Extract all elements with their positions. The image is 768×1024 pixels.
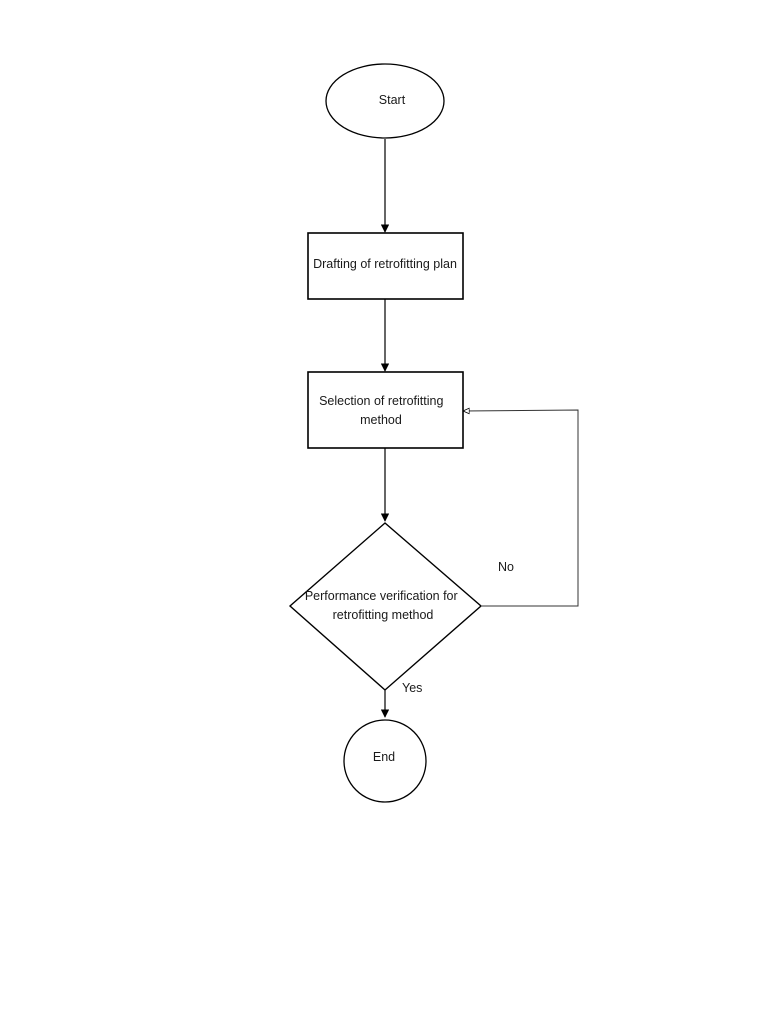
edge-label-yes: Yes [402,681,422,695]
verification-diamond [288,522,483,691]
end-label: End [373,750,395,764]
start-label: Start [379,93,406,107]
verification-node: Performance verification for retrofittin… [288,522,483,691]
verification-label-line-2: retrofitting method [333,608,434,622]
end-node: End [343,719,427,803]
selection-label: Selection of retrofitting method [319,394,447,427]
drafting-node: Drafting of retrofitting plan [307,232,464,300]
selection-box [307,371,464,449]
verification-label: Performance verification for retrofittin… [305,589,461,622]
start-ellipse [325,63,445,139]
edge-no-loop [463,410,579,607]
end-circle [343,719,427,803]
drafting-label: Drafting of retrofitting plan [313,257,457,271]
drafting-box [307,232,464,300]
edge-label-no: No [498,560,514,574]
selection-label-line-2: method [360,413,402,427]
selection-node: Selection of retrofitting method [307,371,464,449]
start-node: Start [325,63,445,139]
selection-label-line-1: Selection of retrofitting [319,394,443,408]
verification-label-line-1: Performance verification for [305,589,458,603]
